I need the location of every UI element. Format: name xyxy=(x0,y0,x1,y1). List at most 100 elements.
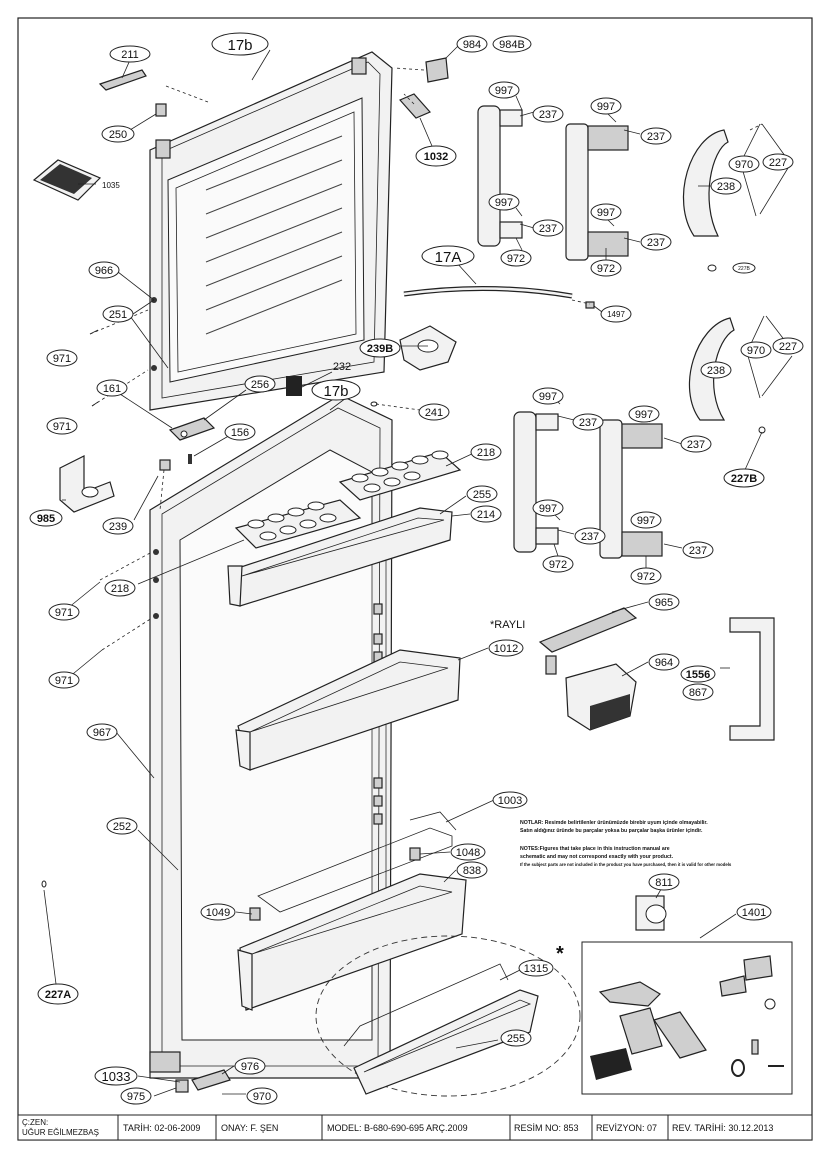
part-984 xyxy=(425,57,449,83)
callout-17b-top: 17b xyxy=(227,37,252,54)
callout-rayli: *RAYLI xyxy=(490,619,525,631)
rail-965 xyxy=(538,607,638,675)
callout-997-f: 997 xyxy=(635,409,653,421)
part-227A-pin xyxy=(41,880,47,888)
callout-17b-mid: 17b xyxy=(323,383,348,400)
bracket-985 xyxy=(59,455,115,513)
callout-asterisk: * xyxy=(556,943,564,965)
callout-237-h: 237 xyxy=(689,545,707,557)
callout-238-a: 238 xyxy=(717,181,735,193)
callout-239: 239 xyxy=(109,521,127,533)
callout-1048: 1048 xyxy=(456,847,480,859)
screw-1497 xyxy=(585,301,595,309)
egg-tray-upper xyxy=(338,450,462,501)
callout-238-b: 238 xyxy=(707,365,725,377)
callout-975: 975 xyxy=(127,1091,145,1103)
callout-256: 256 xyxy=(251,379,269,391)
callout-227-a: 227 xyxy=(769,157,787,169)
shelf-214 xyxy=(227,507,453,607)
callout-1401: 1401 xyxy=(742,907,766,919)
callout-1556: 1556 xyxy=(686,669,710,681)
shelf-1012 xyxy=(235,649,461,771)
title-model: MODEL: B-680-690-695 ARÇ.2009 xyxy=(327,1123,468,1133)
egg-tray-lower xyxy=(234,499,362,549)
callout-972-d: 972 xyxy=(637,571,655,583)
kit-1401-parts xyxy=(590,955,784,1080)
callout-227-b: 227 xyxy=(779,341,797,353)
trim-17A xyxy=(403,285,573,299)
callout-967: 967 xyxy=(93,727,111,739)
callout-218-b: 218 xyxy=(111,583,129,595)
handle-bracket-upper xyxy=(565,123,629,261)
callout-1033: 1033 xyxy=(102,1069,131,1084)
part-239 xyxy=(159,459,171,471)
note-line-5: If the subject parts are not included in… xyxy=(520,862,732,867)
title-rev-tarihi: REV. TARİHİ: 30.12.2013 xyxy=(672,1123,773,1133)
callout-972-c: 972 xyxy=(549,559,567,571)
callout-252: 252 xyxy=(113,821,131,833)
callout-237-d: 237 xyxy=(647,237,665,249)
title-revizyon: REVİZYON: 07 xyxy=(596,1123,657,1133)
handle-straight-upper xyxy=(477,105,523,247)
callout-971-d: 971 xyxy=(55,675,73,687)
title-cizen-name: UĞUR EĞİLMEZBAŞ xyxy=(22,1128,99,1137)
part-1035 xyxy=(32,159,102,201)
callout-227A: 227A xyxy=(45,989,71,1001)
freezer-door-ribs xyxy=(205,135,343,335)
callout-237-g: 237 xyxy=(581,531,599,543)
callout-218-a: 218 xyxy=(477,447,495,459)
hinge-976 xyxy=(191,1069,231,1091)
callout-997-g: 997 xyxy=(539,503,557,515)
ice-box-964 xyxy=(565,663,637,731)
leader-lines xyxy=(43,43,793,1097)
freezer-door xyxy=(149,51,393,411)
hinge-161 xyxy=(168,417,216,441)
callout-984B: 984B xyxy=(499,39,525,51)
callout-1035: 1035 xyxy=(102,181,120,190)
part-1032 xyxy=(398,93,432,119)
callout-237-f: 237 xyxy=(687,439,705,451)
callout-972-b: 972 xyxy=(597,263,615,275)
callout-985: 985 xyxy=(37,513,55,525)
handle-bracket-lower xyxy=(599,419,663,559)
callout-997-b: 997 xyxy=(597,101,615,113)
callout-1012: 1012 xyxy=(494,643,518,655)
callout-227B: 227B xyxy=(731,473,757,485)
part-975 xyxy=(175,1079,189,1093)
callout-970-b: 970 xyxy=(747,345,765,357)
callout-971-b: 971 xyxy=(53,421,71,433)
part-239B xyxy=(399,325,457,371)
title-cizen-label: Ç:ZEN: xyxy=(22,1118,48,1127)
handle-238-upper xyxy=(682,129,729,237)
note-line-4: schematic and may not correspond exactly… xyxy=(520,854,674,860)
part-156 xyxy=(188,454,192,464)
callout-970-c: 970 xyxy=(253,1091,271,1103)
notes-block: NOTLAR: Resimde belirtilenler ürünümüzde… xyxy=(520,820,732,867)
callout-1032: 1032 xyxy=(424,151,448,163)
callout-232: 232 xyxy=(333,361,351,373)
kit-1401-box xyxy=(581,941,793,1095)
part-227B xyxy=(758,426,766,434)
title-resim-no: RESİM NO: 853 xyxy=(514,1123,579,1133)
note-line-3: NOTES:Figures that take place in this in… xyxy=(520,846,670,852)
part-232 xyxy=(286,376,302,396)
callout-997-d: 997 xyxy=(597,207,615,219)
callout-972-a: 972 xyxy=(507,253,525,265)
callout-997-c: 997 xyxy=(495,197,513,209)
callout-237-b: 237 xyxy=(647,131,665,143)
handle-1556 xyxy=(729,617,775,741)
callout-971-a: 971 xyxy=(53,353,71,365)
callout-997-a: 997 xyxy=(495,85,513,97)
bottle-guard-1003 xyxy=(257,811,457,913)
part-250 xyxy=(155,103,167,117)
callout-237-e: 237 xyxy=(579,417,597,429)
callout-156: 156 xyxy=(231,427,249,439)
callout-227B-small: 227B xyxy=(738,266,750,272)
callout-161: 161 xyxy=(103,383,121,395)
callout-1049: 1049 xyxy=(206,907,230,919)
callout-255-b: 255 xyxy=(507,1033,525,1045)
callout-17A: 17A xyxy=(435,249,462,266)
note-line-2: Satın aldığınız üründe bu parçalar yoksa… xyxy=(520,828,703,834)
callout-237-a: 237 xyxy=(539,109,557,121)
